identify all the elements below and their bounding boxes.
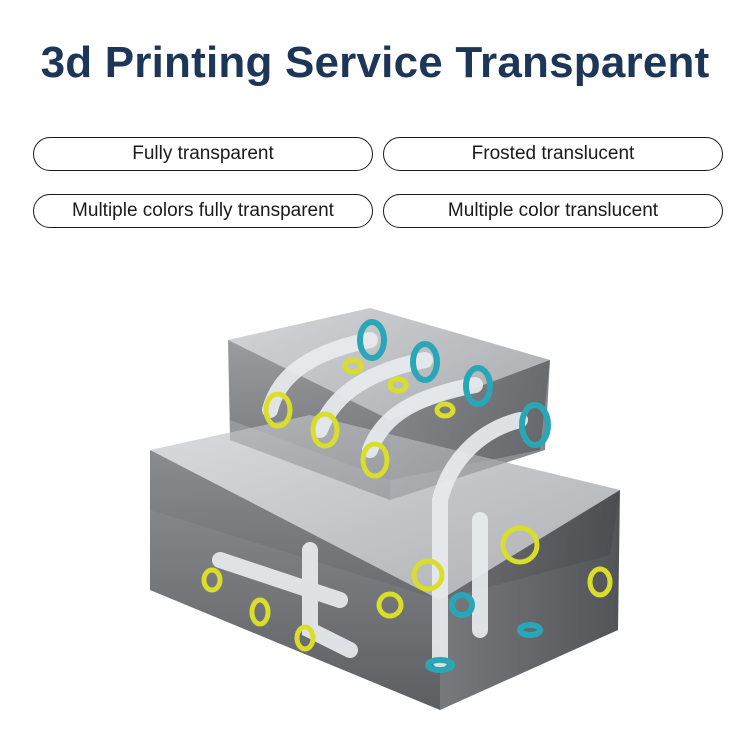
option-fully-transparent[interactable]: Fully transparent <box>33 137 373 171</box>
option-multiple-color-translucent[interactable]: Multiple color translucent <box>383 194 723 228</box>
product-image <box>140 300 630 730</box>
page-title: 3d Printing Service Transparent <box>40 38 710 87</box>
option-multiple-colors-fully-transparent[interactable]: Multiple colors fully transparent <box>33 194 373 228</box>
option-frosted-translucent[interactable]: Frosted translucent <box>383 137 723 171</box>
transparent-manifold-block-icon <box>150 308 620 710</box>
